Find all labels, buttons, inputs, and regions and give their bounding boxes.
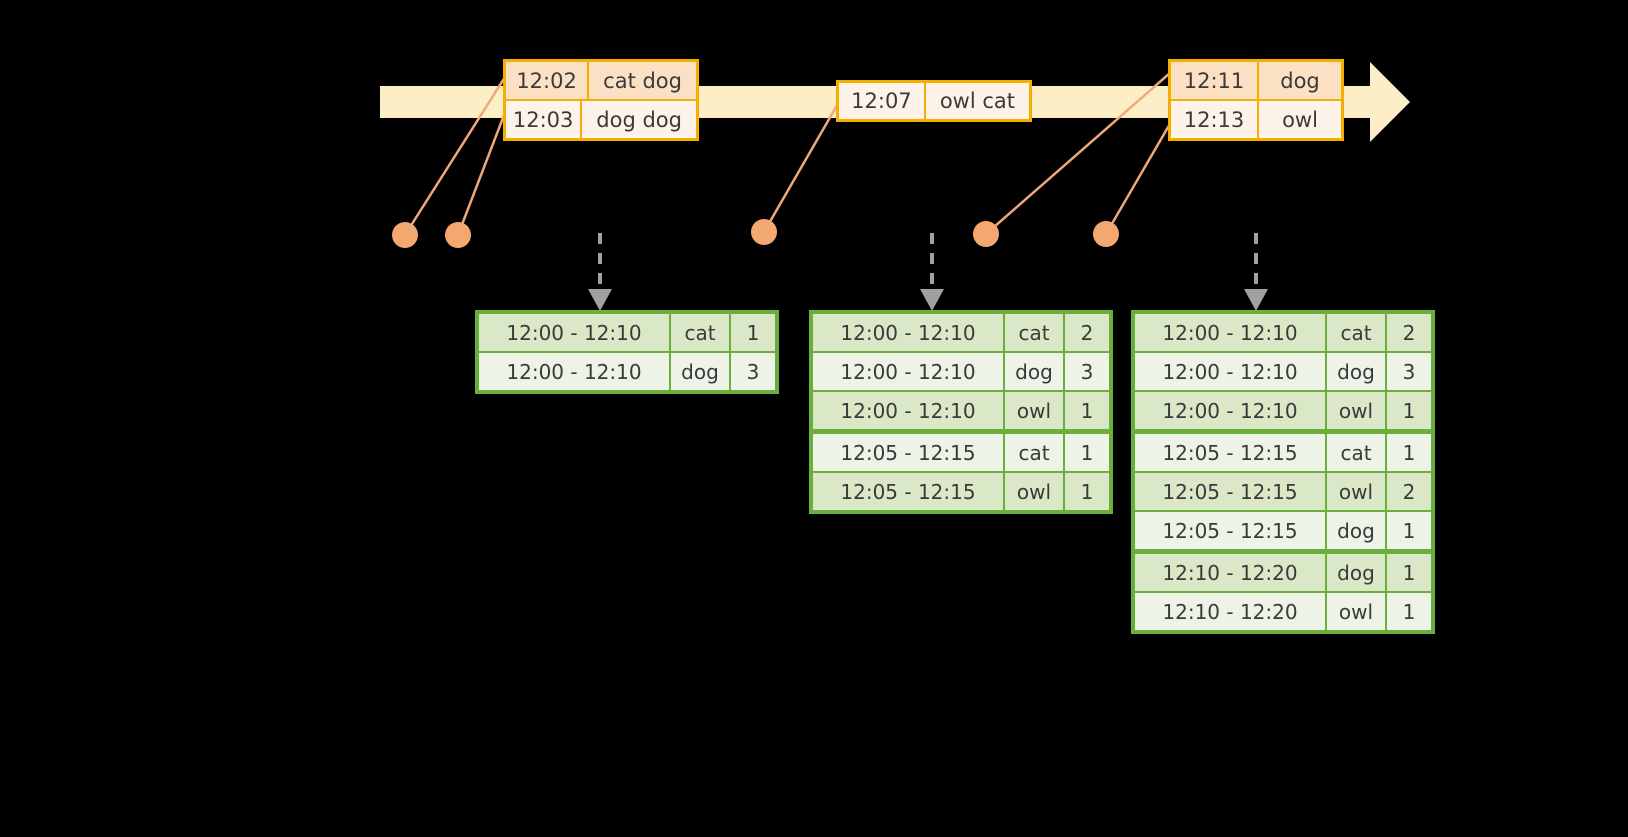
- emit-arrow-2-head: [920, 289, 944, 311]
- window-cell: 12:05 - 12:15: [813, 434, 1003, 471]
- emit-arrow-3-head: [1244, 289, 1268, 311]
- count-cell: 1: [1065, 434, 1109, 471]
- word-cell: owl: [1005, 392, 1063, 429]
- word-cell: cat: [1005, 434, 1063, 471]
- event-row[interactable]: 12:13 owl: [1171, 99, 1341, 138]
- dot-1203: [445, 222, 471, 248]
- count-cell: 1: [1065, 392, 1109, 429]
- connector-1202: [403, 65, 514, 236]
- count-cell: 1: [1387, 392, 1431, 429]
- event-group-1202-1203[interactable]: 12:02 cat dog 12:03 dog dog: [503, 59, 699, 141]
- word-cell: owl: [1327, 392, 1385, 429]
- count-cell: 1: [1065, 473, 1109, 510]
- count-cell: 3: [1065, 353, 1109, 390]
- dot-1213: [1093, 221, 1119, 247]
- word-cell: dog: [1327, 512, 1385, 549]
- window-cell: 12:05 - 12:15: [1135, 473, 1325, 510]
- event-words: dog dog: [582, 101, 696, 138]
- word-cell: dog: [1327, 353, 1385, 390]
- dot-1211: [973, 221, 999, 247]
- event-group-1211-1213[interactable]: 12:11 dog 12:13 owl: [1168, 59, 1344, 141]
- word-cell: cat: [1327, 314, 1385, 351]
- event-dots: [392, 219, 1119, 248]
- count-cell: 1: [1387, 554, 1431, 591]
- count-cell: 2: [1065, 314, 1109, 351]
- count-cell: 1: [1387, 512, 1431, 549]
- window-cell: 12:00 - 12:10: [1135, 392, 1325, 429]
- event-row[interactable]: 12:11 dog: [1171, 62, 1341, 99]
- event-words: cat dog: [589, 62, 696, 99]
- event-row[interactable]: 12:03 dog dog: [506, 99, 696, 138]
- count-cell: 3: [1387, 353, 1431, 390]
- connector-1207: [762, 87, 849, 233]
- word-cell: dog: [1005, 353, 1063, 390]
- event-words: owl: [1259, 101, 1341, 138]
- word-cell: owl: [1005, 473, 1063, 510]
- count-cell: 1: [1387, 593, 1431, 630]
- window-cell: 12:00 - 12:10: [479, 353, 669, 390]
- word-cell: owl: [1327, 473, 1385, 510]
- window-cell: 12:10 - 12:20: [1135, 554, 1325, 591]
- window-cell: 12:00 - 12:10: [813, 392, 1003, 429]
- window-cell: 12:00 - 12:10: [1135, 353, 1325, 390]
- event-words: owl cat: [925, 83, 1029, 119]
- event-time: 12:03: [506, 101, 583, 138]
- window-cell: 12:10 - 12:20: [1135, 593, 1325, 630]
- event-row[interactable]: 12:02 cat dog: [506, 62, 696, 99]
- window-cell: 12:00 - 12:10: [1135, 314, 1325, 351]
- dot-1207: [751, 219, 777, 245]
- count-cell: 2: [1387, 473, 1431, 510]
- emit-arrow-1-head: [588, 289, 612, 311]
- connector-1203: [456, 109, 508, 236]
- event-time: 12:02: [506, 62, 590, 99]
- timeline-arrowhead: [1370, 62, 1410, 142]
- window-cell: 12:00 - 12:10: [479, 314, 669, 351]
- window-cell: 12:05 - 12:15: [1135, 512, 1325, 549]
- window-cell: 12:05 - 12:15: [1135, 434, 1325, 471]
- event-row[interactable]: 12:07 owl cat: [839, 83, 1029, 119]
- event-words: dog: [1259, 62, 1341, 99]
- event-group-1207[interactable]: 12:07 owl cat: [836, 80, 1032, 122]
- emit-arrows: [598, 233, 1258, 290]
- word-cell: cat: [671, 314, 729, 351]
- event-time: 12:11: [1171, 62, 1259, 99]
- count-cell: 3: [731, 353, 775, 390]
- event-time: 12:13: [1171, 101, 1259, 138]
- window-cell: 12:00 - 12:10: [813, 314, 1003, 351]
- word-cell: owl: [1327, 593, 1385, 630]
- emit-arrowheads: [588, 289, 1268, 311]
- dot-1202: [392, 222, 418, 248]
- count-cell: 2: [1387, 314, 1431, 351]
- window-cell: 12:00 - 12:10: [813, 353, 1003, 390]
- count-cell: 1: [731, 314, 775, 351]
- word-cell: cat: [1327, 434, 1385, 471]
- word-cell: cat: [1005, 314, 1063, 351]
- window-cell: 12:05 - 12:15: [813, 473, 1003, 510]
- word-cell: dog: [1327, 554, 1385, 591]
- count-cell: 1: [1387, 434, 1431, 471]
- word-cell: dog: [671, 353, 729, 390]
- event-time: 12:07: [839, 83, 926, 119]
